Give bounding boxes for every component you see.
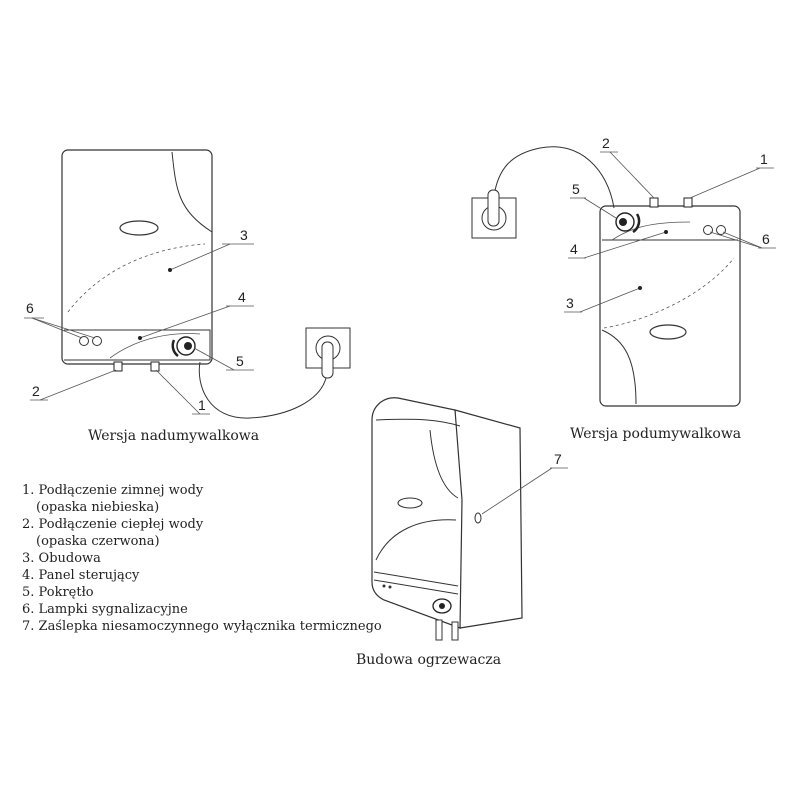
knob-icon (615, 212, 641, 234)
cold-water-pipe (113, 361, 123, 372)
legend-item: 1. Podłączenie zimnej wody (22, 483, 204, 498)
cold-water-pipe (683, 197, 693, 208)
thermal-cutout-plug (474, 512, 482, 524)
callout-5: 5 (572, 181, 580, 197)
hot-water-pipe (451, 621, 459, 641)
legend-item: (opaska niebieska) (36, 500, 159, 515)
callout-5: 5 (236, 353, 244, 369)
callout-6: 6 (762, 231, 770, 247)
legend-item: 5. Pokrętło (22, 585, 94, 600)
signal-lamp (703, 225, 713, 235)
legend: 1. Podłączenie zimnej wody (opaska niebi… (22, 483, 382, 634)
callout-7: 7 (554, 451, 562, 467)
signal-lamp (716, 225, 726, 235)
callout-3: 3 (566, 295, 574, 311)
display-window (119, 220, 159, 236)
callout-1: 1 (760, 151, 768, 167)
legend-item: 2. Podłączenie ciepłej wody (22, 517, 204, 532)
caption-under-sink: Wersja podumywalkowa (570, 426, 741, 442)
caption-construction: Budowa ogrzewacza (356, 652, 501, 668)
knob-icon (171, 336, 196, 358)
under-sink-heater: 2 1 5 4 6 3 Wersja podumywalkowa (471, 135, 776, 442)
callout-2: 2 (602, 135, 610, 151)
over-sink-heater: 3 4 5 6 2 1 Wersja nadumywalkowa (24, 149, 351, 444)
display-window (397, 497, 423, 509)
legend-item: 3. Obudowa (22, 551, 101, 566)
legend-item: 6. Lampki sygnalizacyjne (22, 602, 188, 617)
callout-6: 6 (26, 300, 34, 316)
signal-lamp (79, 336, 89, 346)
hot-water-pipe (150, 361, 160, 372)
legend-item: (opaska czerwona) (36, 534, 160, 549)
callout-3: 3 (240, 227, 248, 243)
hot-water-pipe (649, 197, 659, 208)
wall-socket-icon (471, 189, 517, 239)
heater-3d-view: 7 Budowa ogrzewacza (356, 397, 568, 668)
signal-lamp (92, 336, 102, 346)
wall-socket-icon (305, 327, 351, 379)
caption-over-sink: Wersja nadumywalkowa (88, 428, 259, 444)
cold-water-pipe (435, 619, 443, 641)
legend-item: 7. Zaślepka niesamoczynnego wyłącznika t… (22, 619, 382, 634)
callout-4: 4 (238, 289, 246, 305)
callout-1: 1 (198, 397, 206, 413)
display-window (649, 324, 687, 340)
callout-4: 4 (570, 241, 578, 257)
legend-item: 4. Panel sterujący (22, 568, 140, 583)
callout-2: 2 (32, 383, 40, 399)
knob-icon (432, 598, 452, 614)
